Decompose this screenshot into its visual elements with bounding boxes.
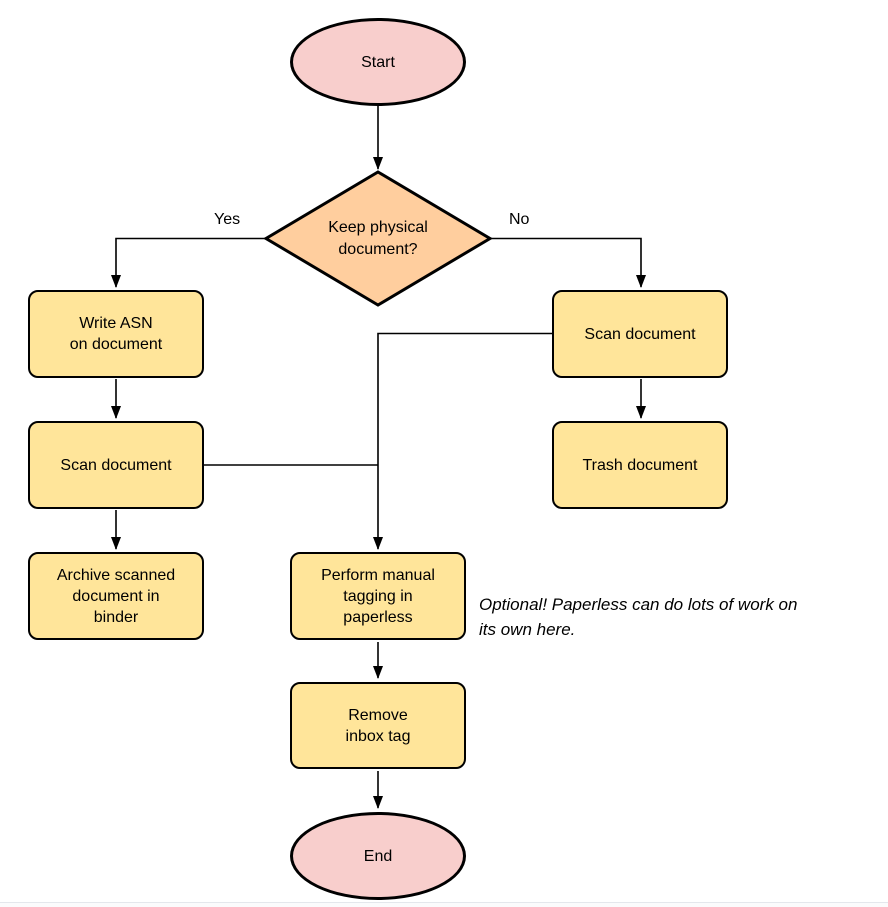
start-node-label: Start [361, 53, 395, 71]
decision-node: Keep physical document? [266, 172, 490, 305]
end-node: End [290, 812, 466, 900]
edge-decision-no-to-scan-right [490, 237, 646, 288]
process-scan-document-left: Scan document [28, 421, 204, 509]
edge-label-no: No [507, 211, 532, 229]
edge-scan-right-to-tagging [373, 332, 552, 550]
annotation-note: Optional! Paperless can do lots of work … [479, 595, 798, 639]
process-trash-document: Trash document [552, 421, 728, 509]
process-scan-document-right-label: Scan document [584, 325, 696, 343]
process-scan-document-right: Scan document [552, 290, 728, 378]
edge-decision-yes-to-write-asn [111, 237, 266, 288]
start-node: Start [290, 18, 466, 106]
edge-label-yes: Yes [212, 211, 243, 229]
process-remove-inbox-tag-label: Remove inbox tag [345, 706, 411, 745]
bottom-divider [0, 902, 888, 907]
process-remove-inbox-tag: Remove inbox tag [290, 682, 466, 769]
end-node-label: End [363, 847, 393, 865]
process-write-asn: Write ASN on document [28, 290, 204, 378]
process-archive-document: Archive scanned document in binder [28, 552, 204, 640]
decision-node-label: Keep physical document? [328, 218, 428, 258]
process-manual-tagging: Perform manual tagging in paperless [290, 552, 466, 640]
decision-diamond-shape [263, 170, 493, 307]
process-manual-tagging-label: Perform manual tagging in paperless [321, 566, 435, 626]
process-write-asn-label: Write ASN on document [69, 315, 163, 353]
process-scan-document-left-label: Scan document [60, 456, 172, 474]
process-archive-document-label: Archive scanned document in binder [56, 566, 176, 626]
process-trash-document-label: Trash document [582, 456, 698, 474]
